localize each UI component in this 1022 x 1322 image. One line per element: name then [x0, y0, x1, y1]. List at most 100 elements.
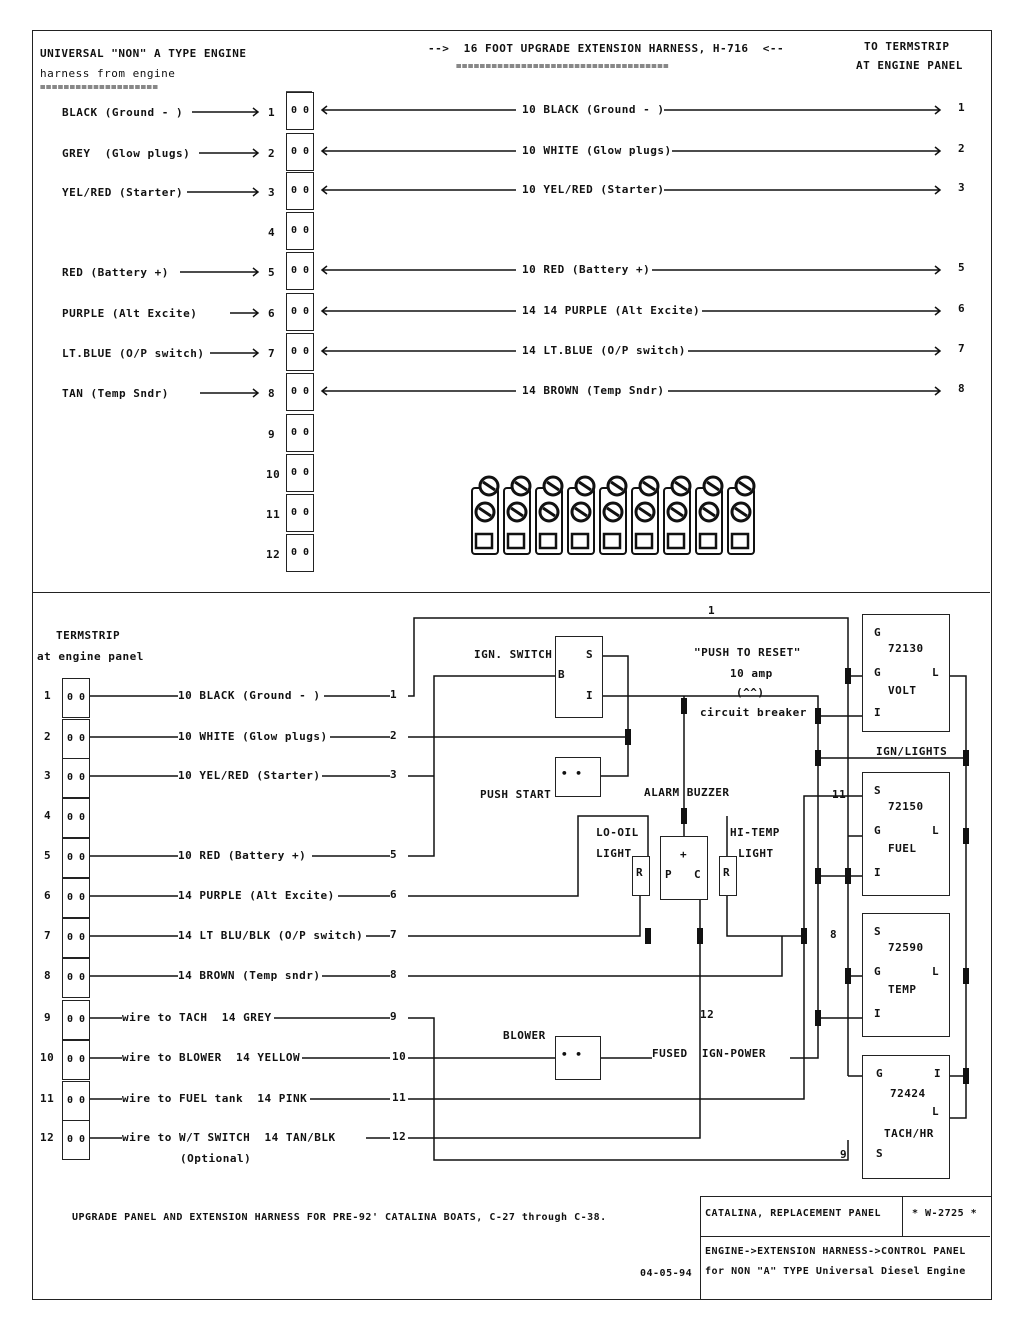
connector-cell: 0 0	[286, 293, 314, 331]
lo-oil-label: LO-OIL	[596, 826, 639, 839]
gauge-name: TACH/HR	[884, 1127, 934, 1140]
termstrip-cell: 0 0	[62, 758, 90, 798]
termstrip-cell: 0 0	[62, 838, 90, 878]
termstrip-pin-number: 3	[44, 769, 52, 782]
harness-wire-arrow-right	[934, 386, 942, 396]
gauge-terminal-l: L	[932, 1105, 940, 1118]
termstrip-pin-number: 12	[40, 1131, 55, 1144]
harness-wire-arrow-left	[320, 185, 328, 195]
gauge-terminal-i: I	[874, 866, 882, 879]
tach-wire	[408, 1017, 849, 1161]
gauge-tach-hr	[862, 1055, 950, 1179]
engine-pin-number: 2	[268, 147, 276, 160]
connector-cell: 0 0	[286, 414, 314, 452]
gauge-terminal-g: G	[874, 965, 882, 978]
engine-wire-arrow	[252, 308, 260, 318]
termstrip-cell: 0 0	[62, 918, 90, 958]
gauge-terminal-s: S	[874, 925, 882, 938]
ignition-terminal-i: I	[586, 689, 594, 702]
gauge-name: FUEL	[888, 842, 917, 855]
termstrip-pin-number: 9	[44, 1011, 52, 1024]
termstrip-cell: 0 0	[62, 1000, 90, 1040]
lo-oil-r: R	[636, 866, 644, 879]
panel-wire-end-number: 8	[390, 968, 398, 981]
blower-switch	[555, 1036, 601, 1080]
panel-wire-label: wire to BLOWER 14 YELLOW	[122, 1051, 301, 1064]
gauge-terminal-s: S	[874, 784, 882, 797]
panel-wire-label: 10 RED (Battery +)	[178, 849, 307, 862]
wire-junction	[963, 968, 969, 984]
harness-end-number: 2	[958, 142, 966, 155]
harness-wire-arrow-right	[934, 105, 942, 115]
termstrip-title-2: AT ENGINE PANEL	[856, 59, 963, 72]
engine-wire-arrow	[252, 348, 260, 358]
push-start-contacts: • •	[561, 767, 583, 780]
gauge-terminal-g: G	[874, 626, 882, 639]
engine-wire-arrow	[252, 267, 260, 277]
wire-junction	[815, 750, 821, 766]
lo-oil-light-label: LIGHT	[596, 847, 632, 860]
engine-pin-number: 4	[268, 226, 276, 239]
wire-junction	[963, 750, 969, 766]
harness-wire-arrow-left	[320, 146, 328, 156]
optional-note: (Optional)	[180, 1152, 252, 1165]
panel-wire-label: wire to FUEL tank 14 PINK	[122, 1092, 308, 1105]
buzzer-c: C	[694, 868, 702, 881]
engine-pin-number: 5	[268, 266, 276, 279]
drawing-frame	[32, 30, 992, 1300]
harness-wire-arrow-right	[934, 146, 942, 156]
panel-wire-end-number: 5	[390, 848, 398, 861]
harness-wire-arrow-right	[934, 346, 942, 356]
wire-junction	[625, 729, 631, 745]
wire-junction	[845, 968, 851, 984]
gauge-terminal-l: L	[932, 965, 940, 978]
gauge-model: 72130	[888, 642, 924, 655]
termstrip-pin-number: 1	[44, 689, 52, 702]
extension-harness-underline: ====================================	[456, 62, 670, 72]
panel-wire-label: 14 BROWN (Temp sndr)	[178, 969, 321, 982]
termstrip-cell: 0 0	[62, 958, 90, 998]
engine-pin-number: 7	[268, 347, 276, 360]
ignition-terminal-s: S	[586, 648, 594, 661]
ignition-terminal-b: B	[558, 668, 566, 681]
harness-wire-arrow-left	[320, 105, 328, 115]
section-divider	[32, 592, 990, 593]
gauge-name: VOLT	[888, 684, 917, 697]
extension-harness-title: --> 16 FOOT UPGRADE EXTENSION HARNESS, H…	[428, 42, 785, 55]
battery-wire	[408, 675, 555, 857]
connector-cell: 0 0	[286, 333, 314, 371]
connector-cell: 0 0	[286, 92, 314, 130]
fuel-tank-wire	[408, 795, 862, 1100]
title-block-project: CATALINA, REPLACEMENT PANEL	[705, 1208, 882, 1219]
harness-end-number: 8	[958, 382, 966, 395]
ign-lights-label: IGN/LIGHTS	[876, 745, 948, 758]
harness-wire-arrow-left	[320, 386, 328, 396]
buzzer-p: P	[665, 868, 673, 881]
title-block-line-2: ENGINE->EXTENSION HARNESS->CONTROL PANEL	[705, 1246, 966, 1257]
panel-wire-end-number: 3	[390, 768, 398, 781]
harness-wire-arrow-left	[320, 346, 328, 356]
gauge-terminal-l: L	[932, 666, 940, 679]
gauge-terminal-i: I	[874, 706, 882, 719]
gauge-terminal-i: I	[874, 1007, 882, 1020]
drawing-caption: UPGRADE PANEL AND EXTENSION HARNESS FOR …	[72, 1212, 607, 1223]
panel-wire-end-number: 1	[390, 688, 398, 701]
wire-junction	[697, 928, 703, 944]
engine-wire-arrow	[252, 107, 260, 117]
gauge-name: TEMP	[888, 983, 917, 996]
panel-wire-label: wire to W/T SWITCH 14 TAN/BLK	[122, 1131, 336, 1144]
panel-wire-label: wire to TACH 14 GREY	[122, 1011, 272, 1024]
harness-end-number: 7	[958, 342, 966, 355]
termstrip-cell: 0 0	[62, 1120, 90, 1160]
harness-wire-label: 10 WHITE (Glow plugs)	[522, 144, 672, 157]
lo-oil-light	[632, 856, 650, 896]
gauge-terminal-g: G	[874, 824, 882, 837]
buzzer-unit	[660, 836, 708, 900]
fused-ign-power-label: FUSED IGN-POWER	[652, 1047, 766, 1060]
breaker-amp-label: 10 amp	[730, 667, 773, 680]
engine-pin-number: 11	[266, 508, 281, 521]
engine-wire-label: TAN (Temp Sndr)	[62, 387, 169, 400]
engine-harness-title: UNIVERSAL "NON" A TYPE ENGINE	[40, 47, 247, 60]
termstrip-cell: 0 0	[62, 678, 90, 718]
